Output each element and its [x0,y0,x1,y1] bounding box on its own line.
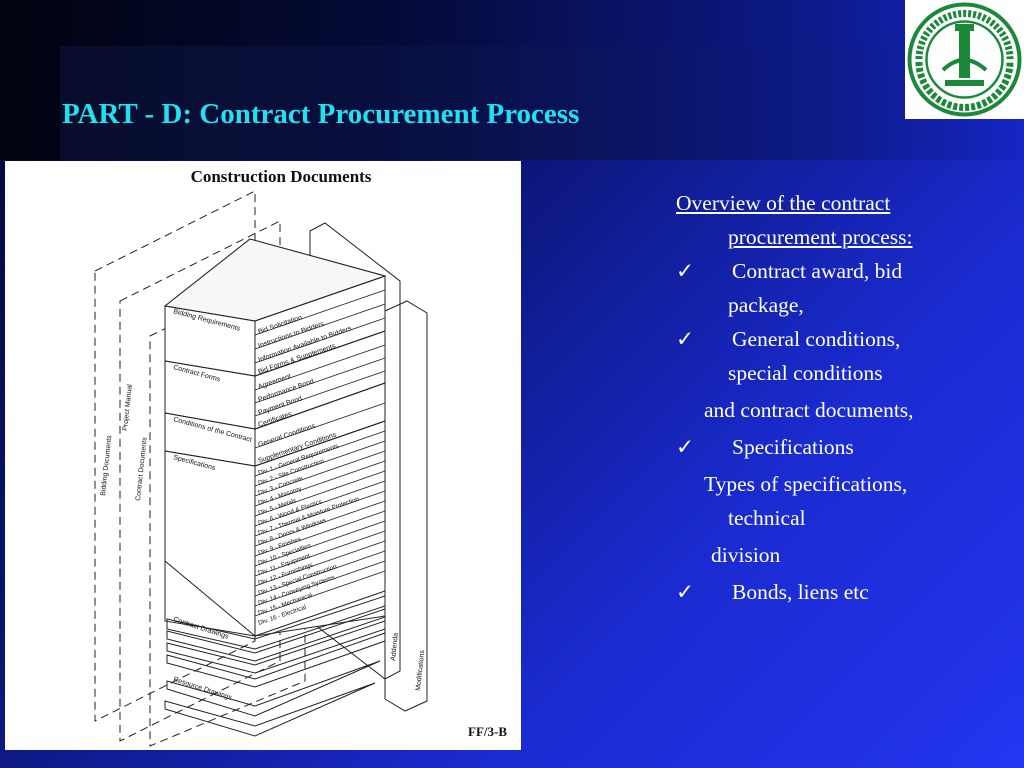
bullet-contract-award: ✓Contract award, bid [676,254,1016,288]
figure-code: FF/3-B [468,724,507,739]
bullet-specifications-types: Types of specifications, [704,472,908,496]
construction-documents-figure: Construction Documents [5,161,521,750]
bullet-bonds-liens: ✓Bonds, liens etc [676,575,1016,609]
bullet-general-conditions: ✓General conditions, [676,322,1016,356]
check-icon: ✓ [676,435,695,459]
right-label-addenda: Addenda [390,632,400,661]
bullet-specifications-technical: technical [728,506,806,530]
bullet-general-conditions-cont: special conditions [728,361,883,385]
document-stack-diagram: Bidding Documents Project Manual Contrac… [94,190,428,747]
slide-title: PART - D: Contract Procurement Process [62,98,580,130]
side-label-project-manual: Project Manual [122,384,134,432]
bullet-specifications: ✓Specifications [676,430,1016,464]
bullet-specifications-division: division [711,543,781,567]
check-icon: ✓ [676,327,695,351]
right-label-modifications: Modifications [415,649,426,691]
university-seal-icon [907,2,1022,117]
overview-text: Overview of the contract procurement pro… [676,186,1016,609]
title-panel-shade [60,46,1024,160]
check-icon: ✓ [676,259,695,283]
side-label-contract-documents: Contract Documents [135,437,149,502]
bullet-general-conditions-cont2: and contract documents, [704,398,914,422]
title-band [0,0,1024,160]
check-icon: ✓ [676,580,695,604]
overview-heading-line1: Overview of the contract [676,191,891,215]
figure-title: Construction Documents [190,167,372,186]
university-logo [905,0,1024,119]
bullet-contract-award-cont: package, [728,293,804,317]
side-label-bidding-documents: Bidding Documents [100,435,113,497]
overview-heading-line2: procurement process: [728,225,913,249]
